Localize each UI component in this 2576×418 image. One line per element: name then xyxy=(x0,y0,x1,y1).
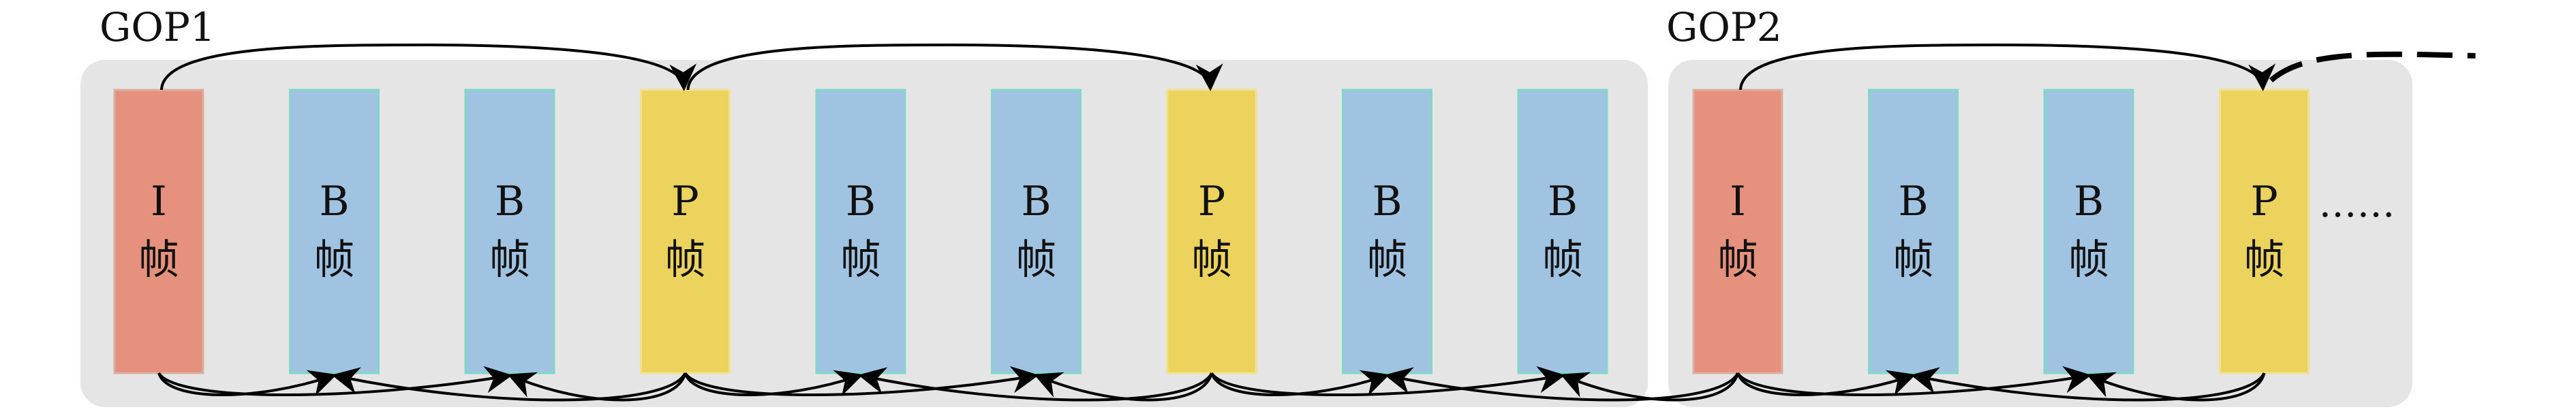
frame-suffix-label: 帧 xyxy=(138,236,179,284)
arc-backward-prediction xyxy=(858,367,1213,402)
frame-type-label: P xyxy=(671,178,699,225)
frame-suffix-label: 帧 xyxy=(489,236,530,284)
frame-suffix-label: 帧 xyxy=(2244,236,2285,284)
frame-suffix-label: 帧 xyxy=(1893,236,1934,284)
arc-forward-prediction xyxy=(1736,366,2091,396)
frame-B-gop2-3: B帧 xyxy=(2043,89,2134,374)
frame-I-gop2-1: I帧 xyxy=(1692,89,1783,374)
frame-box xyxy=(2043,89,2134,374)
frame-B-gop2-2: B帧 xyxy=(1868,89,1959,374)
frame-box xyxy=(1166,89,1257,374)
frame-type-label: B xyxy=(1548,178,1578,225)
frame-B-gop1-3: B帧 xyxy=(464,89,555,374)
frame-box xyxy=(113,89,204,374)
frame-I-gop1-1: I帧 xyxy=(113,89,204,374)
frame-suffix-label: 帧 xyxy=(1717,236,1758,284)
frame-box xyxy=(2219,89,2310,374)
frame-suffix-label: 帧 xyxy=(314,236,355,284)
frame-P-gop1-7: P帧 xyxy=(1166,89,1257,374)
gop-labels: GOP1 GOP2 xyxy=(99,4,1782,50)
frame-type-label: I xyxy=(1730,178,1746,225)
arc-forward-prediction xyxy=(684,370,863,396)
arc-backward-prediction xyxy=(1384,367,1739,402)
frame-suffix-label: 帧 xyxy=(1191,236,1232,284)
frame-box xyxy=(640,89,731,374)
arc-forward-prediction xyxy=(684,366,1039,396)
frame-suffix-label: 帧 xyxy=(2068,236,2109,284)
arc-backward-prediction xyxy=(2086,372,2266,402)
arc-forward-reference xyxy=(1739,43,2276,91)
frame-suffix-label: 帧 xyxy=(840,236,881,284)
frame-box xyxy=(1692,89,1783,374)
frame-box xyxy=(815,89,906,374)
frame-type-label: B xyxy=(846,178,876,225)
frame-suffix-label: 帧 xyxy=(1367,236,1408,284)
arc-forward-prediction xyxy=(157,366,512,396)
frame-type-label: I xyxy=(151,178,167,225)
arc-forward-reference xyxy=(160,43,697,91)
frame-type-label: B xyxy=(1898,178,1928,225)
frame-B-gop1-2: B帧 xyxy=(289,89,380,374)
arc-forward-prediction xyxy=(1736,370,1916,396)
arc-forward-reference xyxy=(686,43,1223,91)
arc-backward-prediction xyxy=(507,372,687,402)
frame-suffix-label: 帧 xyxy=(1542,236,1583,284)
frame-box xyxy=(1342,89,1432,374)
frame-type-label: B xyxy=(495,178,525,225)
arc-backward-prediction xyxy=(1033,372,1213,402)
frame-type-label: P xyxy=(1198,178,1225,225)
arc-backward-prediction xyxy=(1560,372,1739,402)
frame-type-label: B xyxy=(2074,178,2104,225)
frame-type-label: B xyxy=(319,178,349,225)
frame-suffix-label: 帧 xyxy=(1016,236,1057,284)
arc-continuation-dashed xyxy=(2269,51,2476,83)
gop-2-label: GOP2 xyxy=(1666,4,1782,50)
frame-type-label: B xyxy=(1021,178,1051,225)
b-frame-reference-arcs xyxy=(157,366,2266,402)
frame-box xyxy=(991,89,1082,374)
frame-box xyxy=(1868,89,1959,374)
frame-B-gop1-6: B帧 xyxy=(991,89,1082,374)
frame-B-gop1-9: B帧 xyxy=(1517,89,1608,374)
arc-backward-prediction xyxy=(331,367,687,402)
frame-box xyxy=(464,89,555,374)
frame-suffix-label: 帧 xyxy=(665,236,706,284)
gop-1-label: GOP1 xyxy=(99,4,215,50)
p-frame-reference-arcs xyxy=(160,43,2476,91)
frame-box xyxy=(1517,89,1608,374)
frame-P-gop2-4: P帧 xyxy=(2219,89,2310,374)
frame-B-gop1-8: B帧 xyxy=(1342,89,1432,374)
arc-backward-prediction xyxy=(1910,367,2266,402)
continuation-ellipsis: …… xyxy=(2319,182,2395,226)
arc-forward-prediction xyxy=(1210,370,1390,396)
frame-type-label: P xyxy=(2250,178,2278,225)
frame-B-gop1-5: B帧 xyxy=(815,89,906,374)
frame-P-gop1-4: P帧 xyxy=(640,89,731,374)
arc-forward-prediction xyxy=(1210,366,1565,396)
frame-box xyxy=(289,89,380,374)
arc-forward-prediction xyxy=(157,370,337,396)
frame-type-label: B xyxy=(1372,178,1402,225)
